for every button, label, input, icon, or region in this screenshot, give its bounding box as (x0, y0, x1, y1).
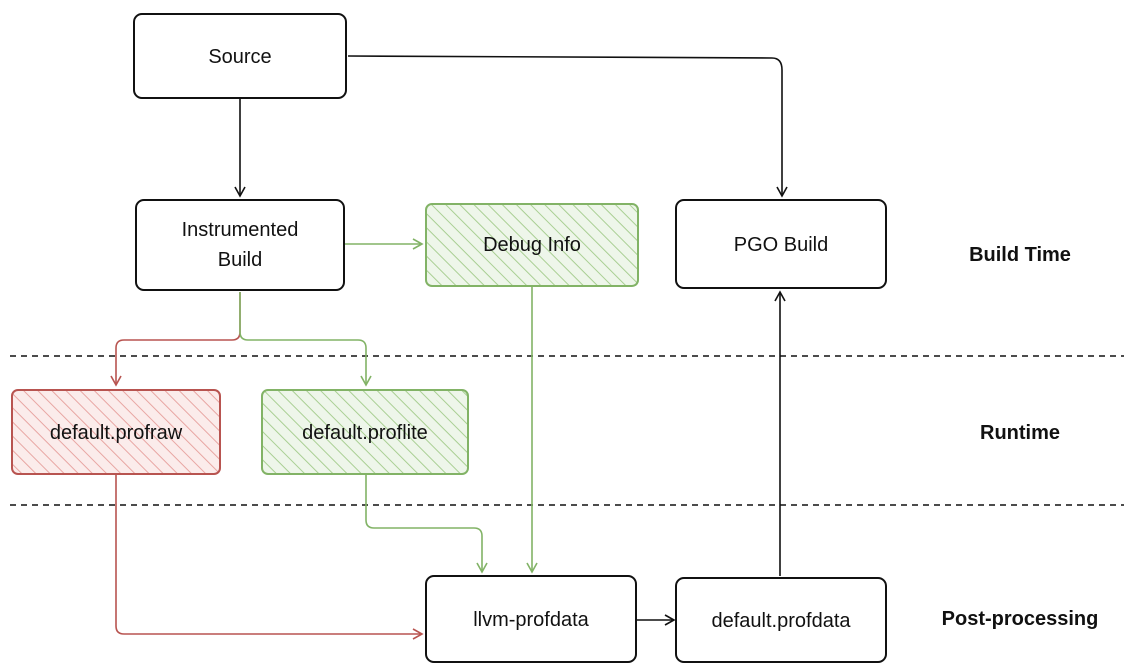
lane-label-build-time: Build Time (969, 244, 1071, 266)
node-default-profdata-label: default.profdata (712, 610, 852, 632)
node-source: Source (133, 13, 347, 99)
node-source-label: Source (208, 46, 271, 68)
edge-instrumented-to-proflite (239, 292, 372, 387)
node-instrumented-build-label-line1: Instrumented (182, 219, 299, 241)
node-debug-info: Debug Info (425, 203, 639, 287)
node-llvm-profdata-label: llvm-profdata (473, 609, 589, 631)
lane-label-post-processing: Post-processing (942, 608, 1099, 630)
node-default-profraw-label: default.profraw (50, 422, 183, 444)
lane-label-runtime: Runtime (980, 422, 1060, 444)
edge-profraw-to-llvm-profdata (115, 474, 424, 640)
node-debug-info-label: Debug Info (483, 234, 581, 256)
node-pgo-build-label: PGO Build (734, 234, 828, 256)
edge-source-to-pgo (347, 55, 788, 198)
node-llvm-profdata: llvm-profdata (425, 575, 637, 663)
node-instrumented-build-label-line2: Build (218, 249, 262, 271)
node-default-profdata: default.profdata (675, 577, 887, 663)
node-default-proflite-label: default.proflite (302, 422, 428, 444)
node-instrumented-build: Instrumented Build (135, 199, 345, 291)
node-pgo-build: PGO Build (675, 199, 887, 289)
edge-proflite-to-llvm-profdata (365, 474, 488, 574)
node-default-proflite: default.proflite (261, 389, 469, 475)
connectors (110, 55, 788, 640)
edge-instrumented-to-profraw (110, 292, 241, 387)
node-default-profraw: default.profraw (11, 389, 221, 475)
